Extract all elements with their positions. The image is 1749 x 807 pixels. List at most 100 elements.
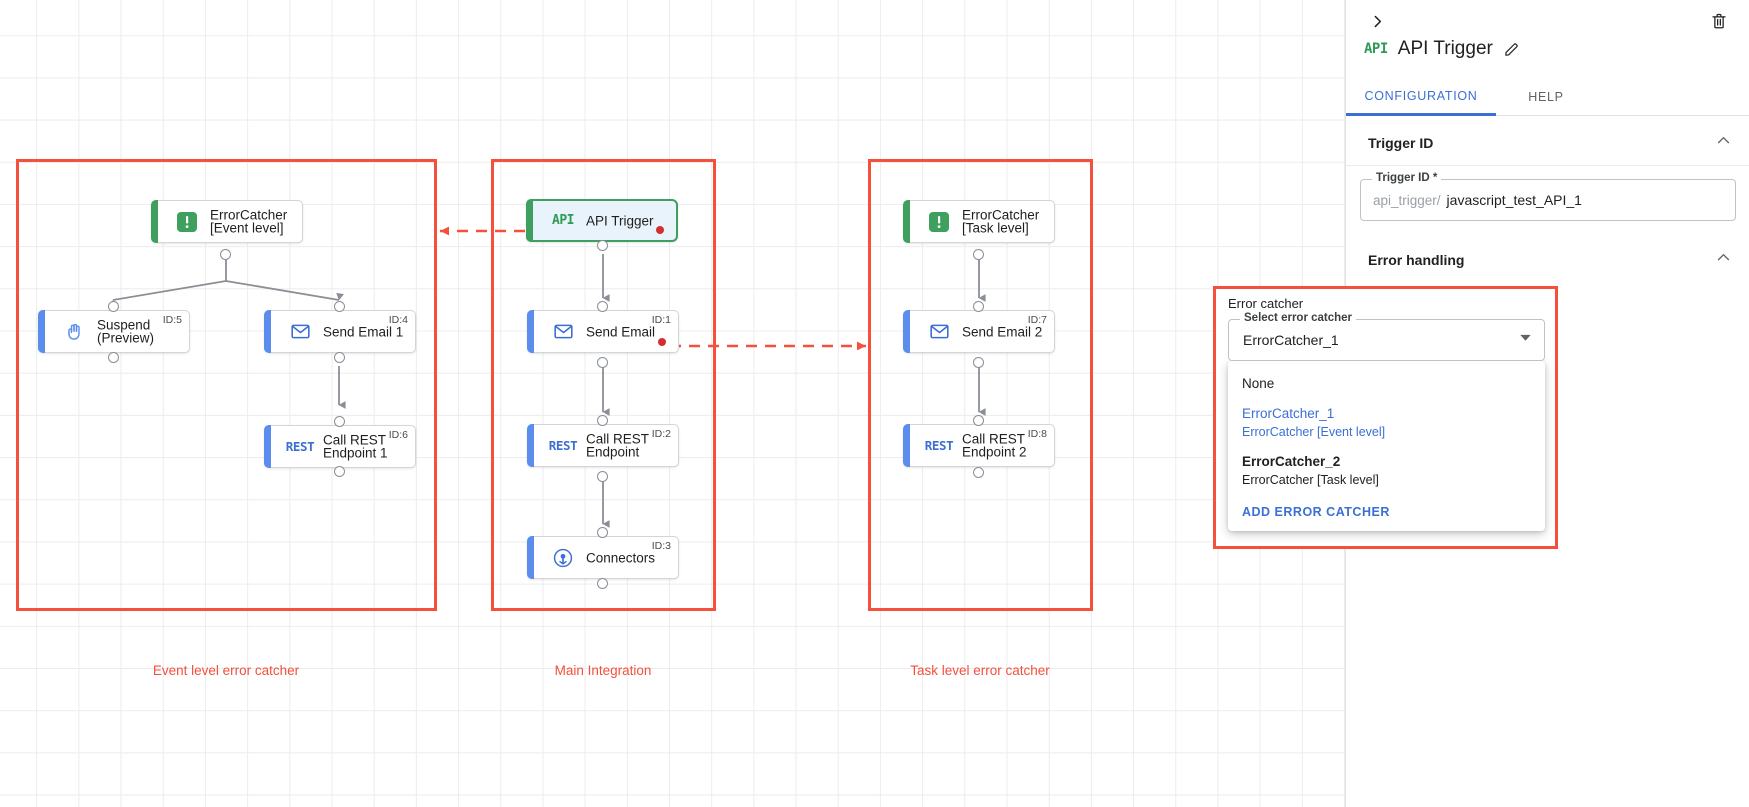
node-port[interactable] [597, 471, 608, 482]
node-call-rest-endpoint-1[interactable]: REST Call REST Endpoint 1 ID:6 [264, 425, 416, 468]
node-port[interactable] [973, 467, 984, 478]
node-accent-bar [526, 199, 533, 242]
envelope-icon [287, 319, 313, 345]
option-primary: ErrorCatcher_2 [1242, 454, 1341, 469]
dropdown-option-errorcatcher-2[interactable]: ErrorCatcher_2 ErrorCatcher [Task level] [1228, 447, 1545, 495]
chevron-down-icon[interactable] [1519, 331, 1532, 349]
node-suspend[interactable]: Suspend (Preview) ID:5 [38, 310, 190, 353]
select-error-catcher-label: Select error catcher [1240, 312, 1357, 324]
node-title: Suspend (Preview) [97, 317, 155, 346]
node-error-catcher-event[interactable]: ErrorCatcher [Event level] [151, 200, 303, 243]
node-port[interactable] [108, 301, 119, 312]
api-icon: API [552, 213, 574, 228]
section-error-handling-header[interactable]: Error handling [1346, 237, 1749, 283]
node-title: ErrorCatcher [Event level] [210, 207, 288, 236]
tab-configuration[interactable]: CONFIGURATION [1346, 78, 1496, 116]
node-accent-bar [151, 200, 158, 243]
trigger-id-input[interactable]: Trigger ID * api_trigger/ javascript_tes… [1360, 172, 1736, 221]
node-port[interactable] [973, 415, 984, 426]
chevron-up-icon [1715, 132, 1732, 154]
node-id-label: ID:5 [162, 314, 182, 326]
add-error-catcher-button[interactable]: ADD ERROR CATCHER [1242, 505, 1390, 519]
node-id-label: ID:3 [651, 540, 671, 552]
node-accent-bar [38, 310, 45, 353]
envelope-icon [926, 319, 952, 345]
node-port[interactable] [597, 527, 608, 538]
node-accent-bar [527, 536, 534, 579]
node-port[interactable] [597, 301, 608, 312]
node-port[interactable] [334, 352, 345, 363]
node-send-email-1[interactable]: Send Email 1 ID:4 [264, 310, 416, 353]
error-catcher-dropdown[interactable]: None ErrorCatcher_1 ErrorCatcher [Event … [1228, 361, 1545, 531]
error-catcher-label: Error catcher [1228, 296, 1304, 311]
select-error-catcher-value: ErrorCatcher_1 [1243, 332, 1339, 348]
panel-title-row: API API Trigger [1364, 38, 1523, 60]
node-connectors[interactable]: Connectors ID:3 [527, 536, 679, 579]
select-error-catcher[interactable]: Select error catcher ErrorCatcher_1 [1228, 312, 1545, 361]
node-title: Connectors [586, 549, 656, 565]
tab-help[interactable]: HELP [1528, 90, 1564, 104]
trigger-id-value: javascript_test_API_1 [1446, 192, 1582, 208]
node-title: Send Email 1 [323, 323, 404, 339]
node-port[interactable] [220, 249, 231, 260]
error-indicator-dot [658, 338, 666, 346]
node-api-trigger[interactable]: API API Trigger [526, 199, 678, 242]
node-send-email[interactable]: Send Email ID:1 [527, 310, 679, 353]
hand-icon [61, 319, 87, 345]
node-port[interactable] [334, 416, 345, 427]
node-error-catcher-task[interactable]: ErrorCatcher [Task level] [903, 200, 1055, 243]
option-secondary: ErrorCatcher [Event level] [1242, 425, 1386, 439]
section-trigger-id-header[interactable]: Trigger ID [1346, 120, 1749, 166]
rest-icon: REST [285, 439, 315, 454]
option-primary: ErrorCatcher_1 [1242, 406, 1335, 421]
dropdown-option-errorcatcher-1[interactable]: ErrorCatcher_1 ErrorCatcher [Event level… [1228, 399, 1545, 447]
node-port[interactable] [597, 578, 608, 589]
trigger-id-prefix: api_trigger/ [1373, 192, 1441, 208]
node-id-label: ID:2 [651, 428, 671, 440]
node-port[interactable] [597, 240, 608, 251]
node-send-email-2[interactable]: Send Email 2 ID:7 [903, 310, 1055, 353]
alert-icon [926, 209, 952, 235]
pencil-icon[interactable] [1503, 39, 1523, 59]
node-call-rest-endpoint[interactable]: REST Call REST Endpoint ID:2 [527, 424, 679, 467]
node-title: Call REST Endpoint [586, 431, 650, 460]
flow-canvas[interactable]: Event level error catcher Main Integrati… [0, 0, 1345, 807]
rest-icon: REST [548, 438, 578, 453]
alert-icon [174, 209, 200, 235]
group-box-event-level [16, 159, 437, 611]
node-title: API Trigger [586, 212, 654, 228]
node-id-label: ID:6 [388, 429, 408, 441]
node-port[interactable] [334, 301, 345, 312]
error-indicator-dot [656, 226, 664, 234]
trash-icon[interactable] [1707, 9, 1731, 33]
group-label-event-level: Event level error catcher [152, 663, 300, 678]
option-secondary: ErrorCatcher [Task level] [1242, 473, 1379, 487]
node-port[interactable] [973, 357, 984, 368]
node-id-label: ID:4 [388, 314, 408, 326]
chevron-right-icon[interactable] [1364, 8, 1390, 34]
node-port[interactable] [597, 415, 608, 426]
api-badge-icon: API [1364, 41, 1388, 57]
node-port[interactable] [108, 352, 119, 363]
node-port[interactable] [597, 357, 608, 368]
section-title: Error handling [1368, 252, 1465, 268]
connector-icon [550, 545, 576, 571]
chevron-up-icon [1715, 249, 1732, 271]
panel-tabs: CONFIGURATION HELP [1346, 78, 1749, 116]
node-accent-bar [527, 424, 534, 467]
trigger-id-label: Trigger ID * [1372, 172, 1442, 184]
node-port[interactable] [334, 466, 345, 477]
panel-header: API API Trigger [1346, 0, 1749, 78]
node-title: ErrorCatcher [Task level] [962, 207, 1040, 236]
node-accent-bar [903, 310, 910, 353]
node-call-rest-endpoint-2[interactable]: REST Call REST Endpoint 2 ID:8 [903, 424, 1055, 467]
node-port[interactable] [973, 249, 984, 260]
node-port[interactable] [973, 301, 984, 312]
dropdown-option-none[interactable]: None [1228, 369, 1545, 399]
node-title: Call REST Endpoint 2 [962, 431, 1027, 460]
node-accent-bar [264, 310, 271, 353]
group-label-task-level: Task level error catcher [910, 663, 1050, 678]
option-primary: None [1242, 376, 1275, 391]
node-accent-bar [903, 200, 910, 243]
